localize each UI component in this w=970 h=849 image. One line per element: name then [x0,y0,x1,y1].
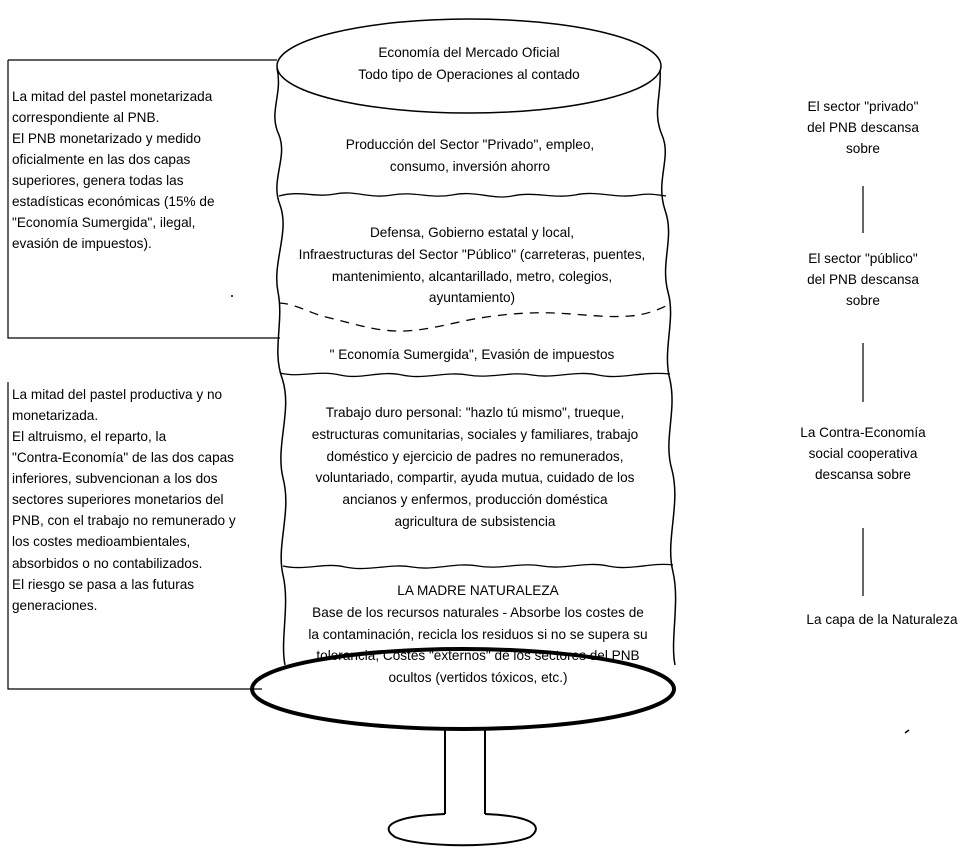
cake-top-ellipse [276,18,662,114]
layer-private-sector-label: Producción del Sector "Privado", empleo,… [345,137,595,174]
stray-mark [904,729,910,734]
divider-private-public [278,192,667,198]
cake-stand-base [387,813,537,847]
left-note-monetized: La mitad del pastel monetarizada corresp… [12,89,215,252]
layer-public-sector-label: Defensa, Gobierno estatal y local, Infra… [298,225,646,306]
layer-underground-economy-label: " Economía Sumergida", Evasión de impues… [329,347,615,362]
layer-mother-nature-label: LA MADRE NATURALEZA Base de los recursos… [308,583,648,685]
left-note-non-monetized: La mitad del pastel productiva y no mone… [12,387,236,613]
right-note-counter-economy: La Contra-Economía social cooperativa de… [800,425,926,483]
right-note-private: El sector "privado" del PNB descansa sob… [807,99,919,157]
cake-right-side [656,67,677,666]
divider-underground-counter [279,372,671,378]
left-lower-bracket [7,382,262,690]
divider-counter-nature [282,563,674,570]
layer-official-market-label: Economía del Mercado Oficial Todo tipo d… [358,45,580,82]
left-upper-bracket [7,59,280,339]
cake-stand [444,729,486,814]
stray-dot [231,295,233,297]
divider-public-underground [278,302,669,332]
cake-left-side [274,67,287,666]
right-note-nature: La capa de la Naturaleza [806,612,958,627]
right-note-public: El sector "público" del PNB descansa sob… [807,251,919,309]
layer-counter-economy-label: Trabajo duro personal: "hazlo tú mismo",… [311,405,639,529]
